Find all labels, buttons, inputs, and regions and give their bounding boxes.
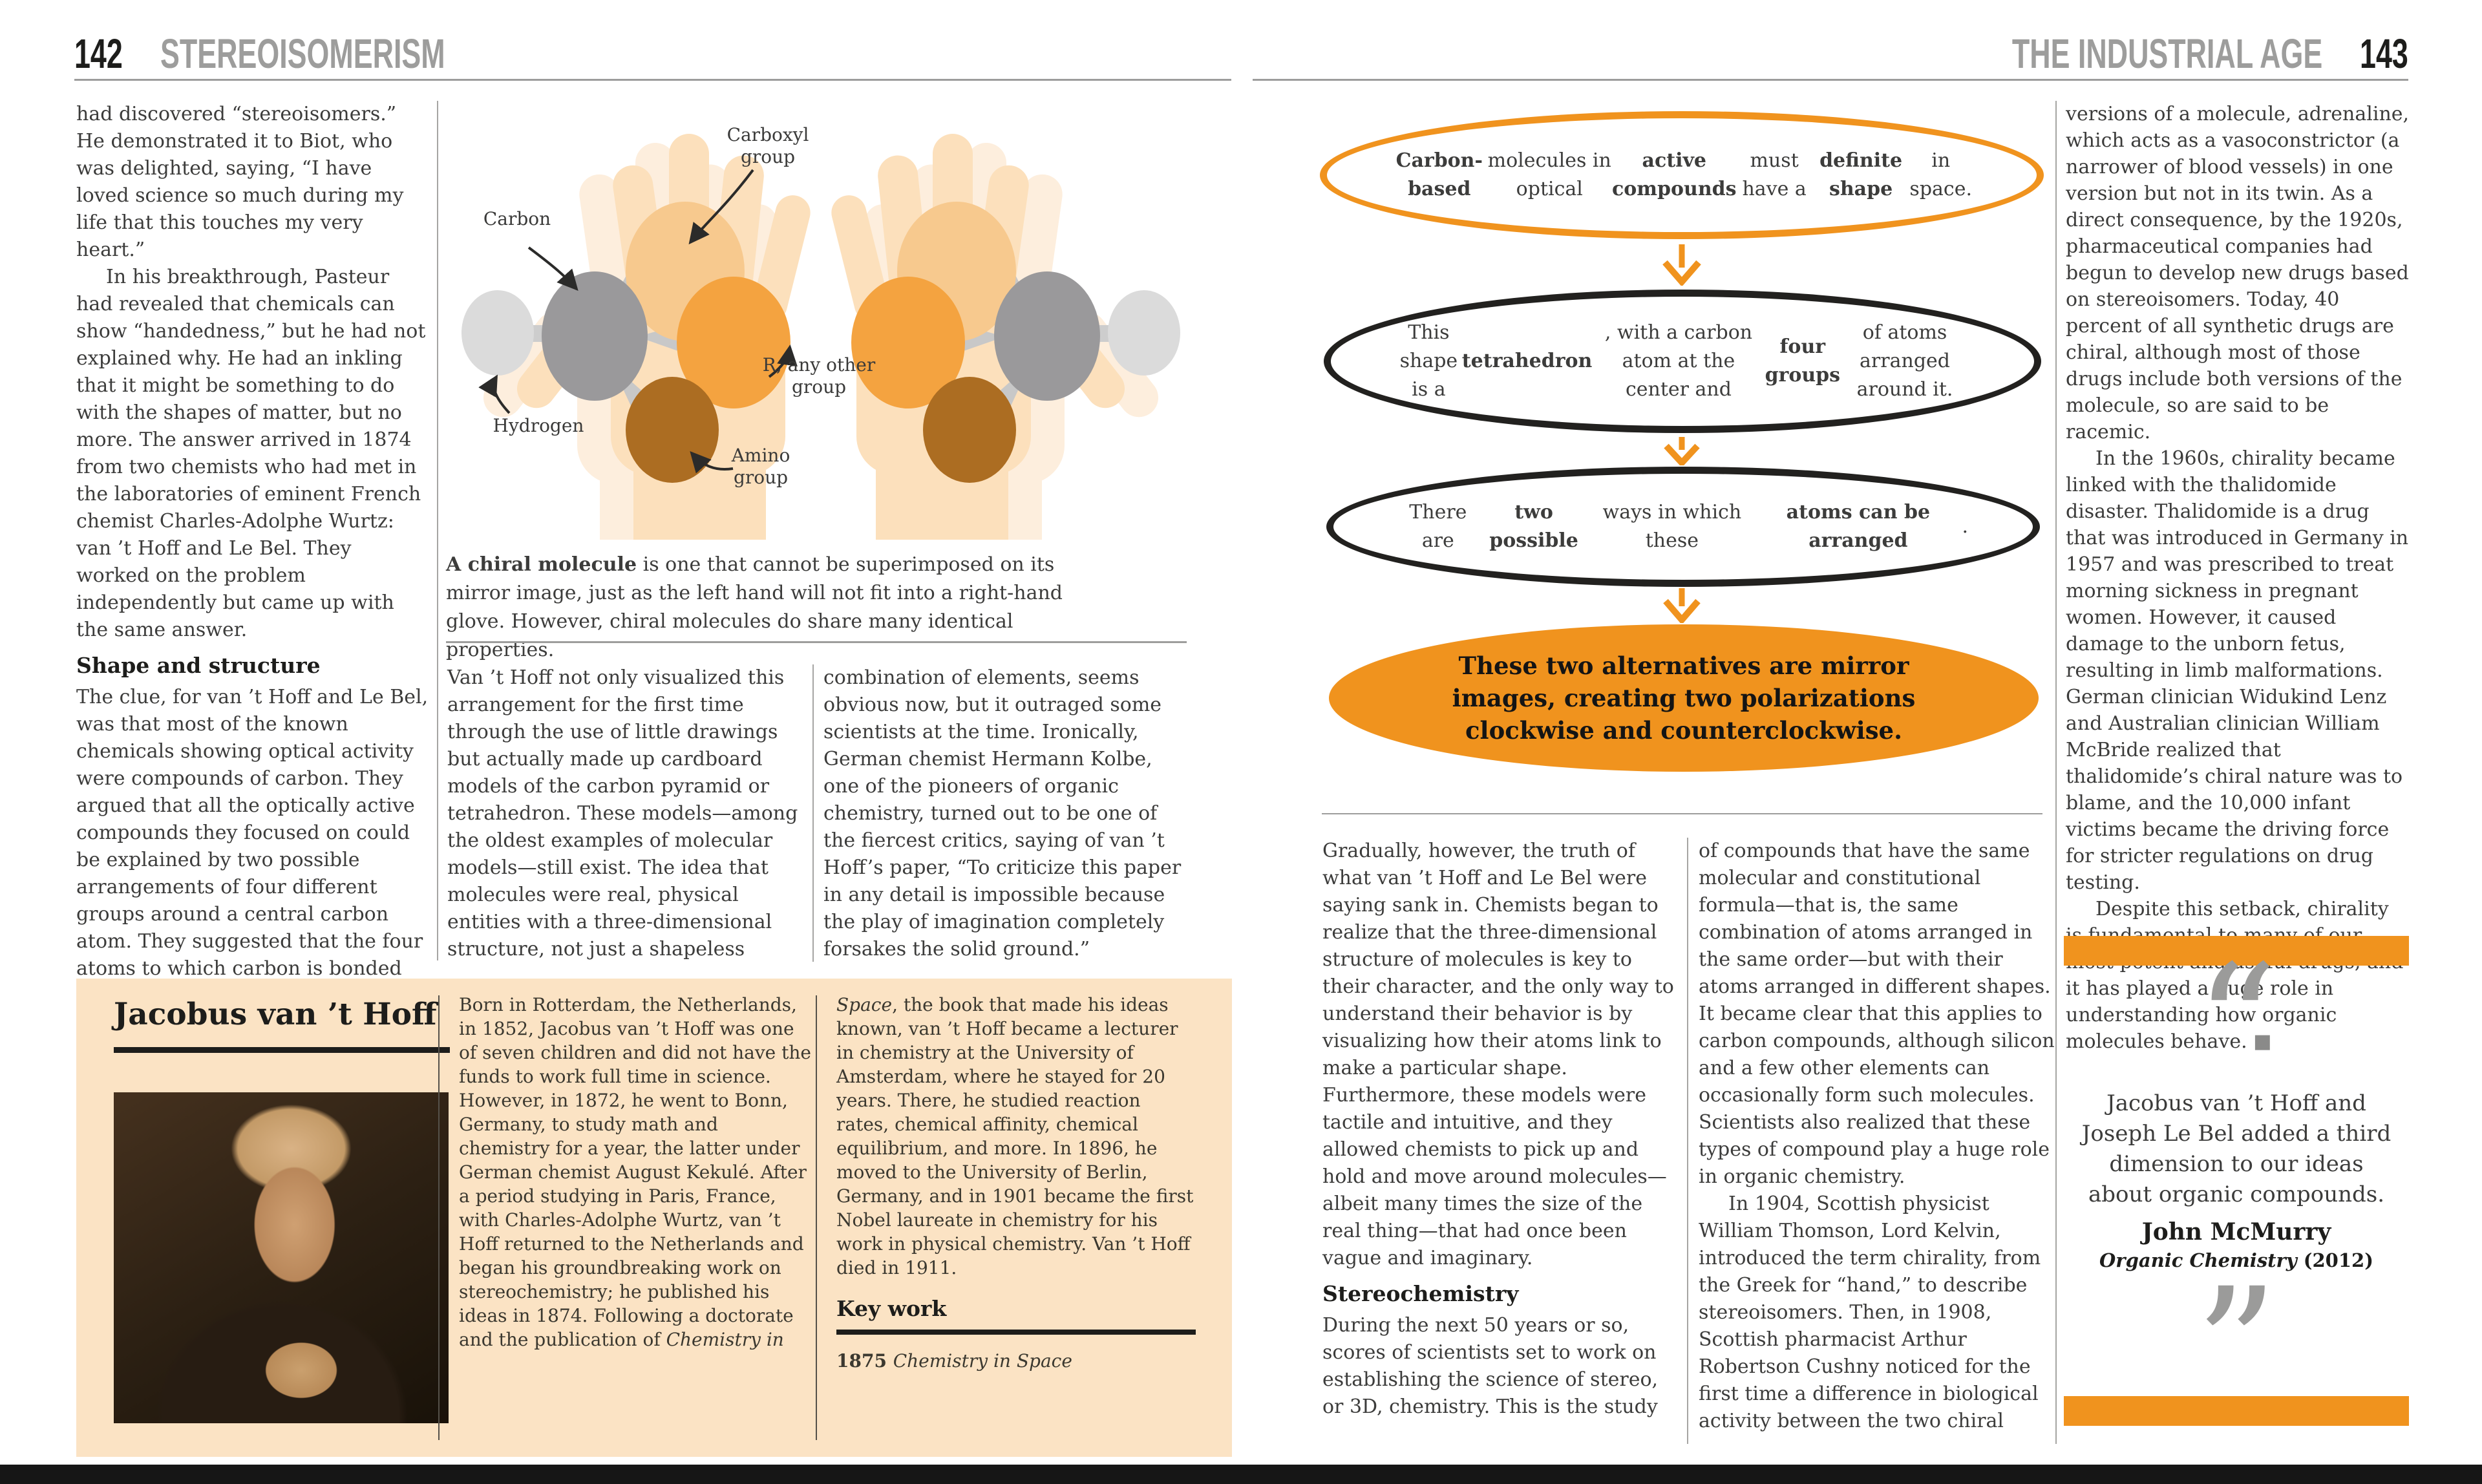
column-divider <box>437 101 438 960</box>
left-section-title: STEREOISOMERISM <box>160 30 445 77</box>
paragraph: In the 1960s, chirality became linked wi… <box>2066 447 2409 894</box>
bio-column-divider <box>816 995 817 1440</box>
chiral-hands-illustration <box>461 134 1180 540</box>
right-column-1: Gradually, however, the truth of what va… <box>1322 838 1679 1421</box>
shape-structure-heading: Shape and structure <box>76 653 321 678</box>
biography-box: Jacobus van ’t Hoff Born in Rotterdam, t… <box>76 979 1232 1457</box>
flow-arrow-icon <box>1663 588 1701 623</box>
paragraph: Gradually, however, the truth of what va… <box>1322 840 1674 1269</box>
right-section-title: THE INDUSTRIAL AGE <box>2011 30 2323 77</box>
carbon-label: Carbon <box>483 208 551 229</box>
right-column-2: of compounds that have the same molecula… <box>1699 838 2055 1435</box>
carbon-arrow <box>527 246 578 291</box>
key-work-heading: Key work <box>836 1296 947 1321</box>
left-column-A: Van ’t Hoff not only visualized this arr… <box>447 664 804 963</box>
left-running-head: 142 STEREOISOMERISM <box>74 30 567 78</box>
figure-rule <box>446 641 1187 643</box>
paragraph: Van ’t Hoff not only visualized this arr… <box>447 666 798 960</box>
paragraph: During the next 50 years or so, scores o… <box>1322 1314 1659 1418</box>
bio-text: Space, the book that made his ideas know… <box>836 994 1194 1278</box>
flowchart-step-2: This shape is a tetrahedron, with a carb… <box>1324 290 2041 433</box>
figure-caption: A chiral molecule is one that cannot be … <box>446 553 1063 661</box>
flowchart-rule <box>1322 813 2042 814</box>
carboxyl-arrow <box>688 169 754 245</box>
paragraph: In his breakthrough, Pasteur had reveale… <box>76 266 426 641</box>
flow-arrow-icon <box>1664 437 1700 465</box>
page-bottom-bar <box>0 1465 2482 1484</box>
quote-bottom-bar <box>2064 1396 2409 1426</box>
carboxyl-label: Carboxyl group <box>727 124 809 167</box>
flow-arrow-icon <box>1662 244 1701 286</box>
van-t-hoff-portrait <box>114 1092 449 1423</box>
column-divider <box>1687 838 1688 1444</box>
left-column-B: combination of elements, seems obvious n… <box>823 664 1183 963</box>
open-quote-icon: “ <box>2195 930 2278 1118</box>
biography-title-rule <box>114 1047 450 1053</box>
quote-top-bar <box>2064 936 2409 966</box>
paragraph: had discovered “stereoisomers.” He demon… <box>76 103 404 261</box>
close-quote-icon: ” <box>2195 1253 2278 1441</box>
paragraph: In 1904, Scottish physicist William Thom… <box>1699 1192 2041 1432</box>
key-work-rule <box>836 1330 1196 1335</box>
right-header-rule <box>1253 79 2408 81</box>
right-hand-mirror <box>827 134 1180 540</box>
r-group-label: R, any other group <box>762 354 876 398</box>
amino-arrow <box>690 451 734 474</box>
quote-box: “ Jacobus van ’t Hoff and Joseph Le Bel … <box>2064 930 2409 1441</box>
right-page-number: 143 <box>2360 30 2408 77</box>
left-header-rule <box>74 79 1231 81</box>
bio-column-divider <box>438 995 440 1440</box>
r-group-arrow <box>768 344 798 378</box>
quote-source: Organic Chemistry (2012) <box>2099 1249 2373 1271</box>
bio-column-1: Born in Rotterdam, the Netherlands, in 1… <box>459 994 811 1350</box>
left-page-number: 142 <box>74 30 123 77</box>
hydrogen-label: Hydrogen <box>493 415 584 436</box>
paragraph: combination of elements, seems obvious n… <box>823 666 1182 960</box>
column-divider <box>2055 101 2057 1444</box>
biography-title: Jacobus van ’t Hoff <box>114 997 437 1032</box>
left-column-1: had discovered “stereoisomers.” He demon… <box>76 101 430 1064</box>
key-work-entry: 1875 Chemistry in Space <box>836 1350 1072 1372</box>
bio-column-2: Space, the book that made his ideas know… <box>836 993 1196 1373</box>
quote-text: Jacobus van ’t Hoff and Joseph Le Bel ad… <box>2081 1090 2392 1207</box>
hydrogen-arrow <box>478 374 511 414</box>
paragraph: of compounds that have the same molecula… <box>1699 840 2055 1188</box>
flowchart-step-1: Carbon-based molecules in optical active… <box>1320 111 2044 239</box>
amino-label: Amino group <box>731 445 790 488</box>
quote-author: John McMurry <box>2141 1218 2331 1246</box>
column-divider <box>812 664 814 962</box>
paragraph: versions of a molecule, adrenaline, whic… <box>2066 103 2410 443</box>
stereochemistry-heading: Stereochemistry <box>1322 1281 1519 1306</box>
flowchart-step-3: There are two possible ways in which the… <box>1326 467 2040 587</box>
right-running-head: THE INDUSTRIAL AGE 143 <box>1879 30 2408 78</box>
right-column-3: versions of a molecule, adrenaline, whic… <box>2066 101 2410 1055</box>
flowchart-conclusion: These two alternatives are mirror images… <box>1329 624 2039 772</box>
